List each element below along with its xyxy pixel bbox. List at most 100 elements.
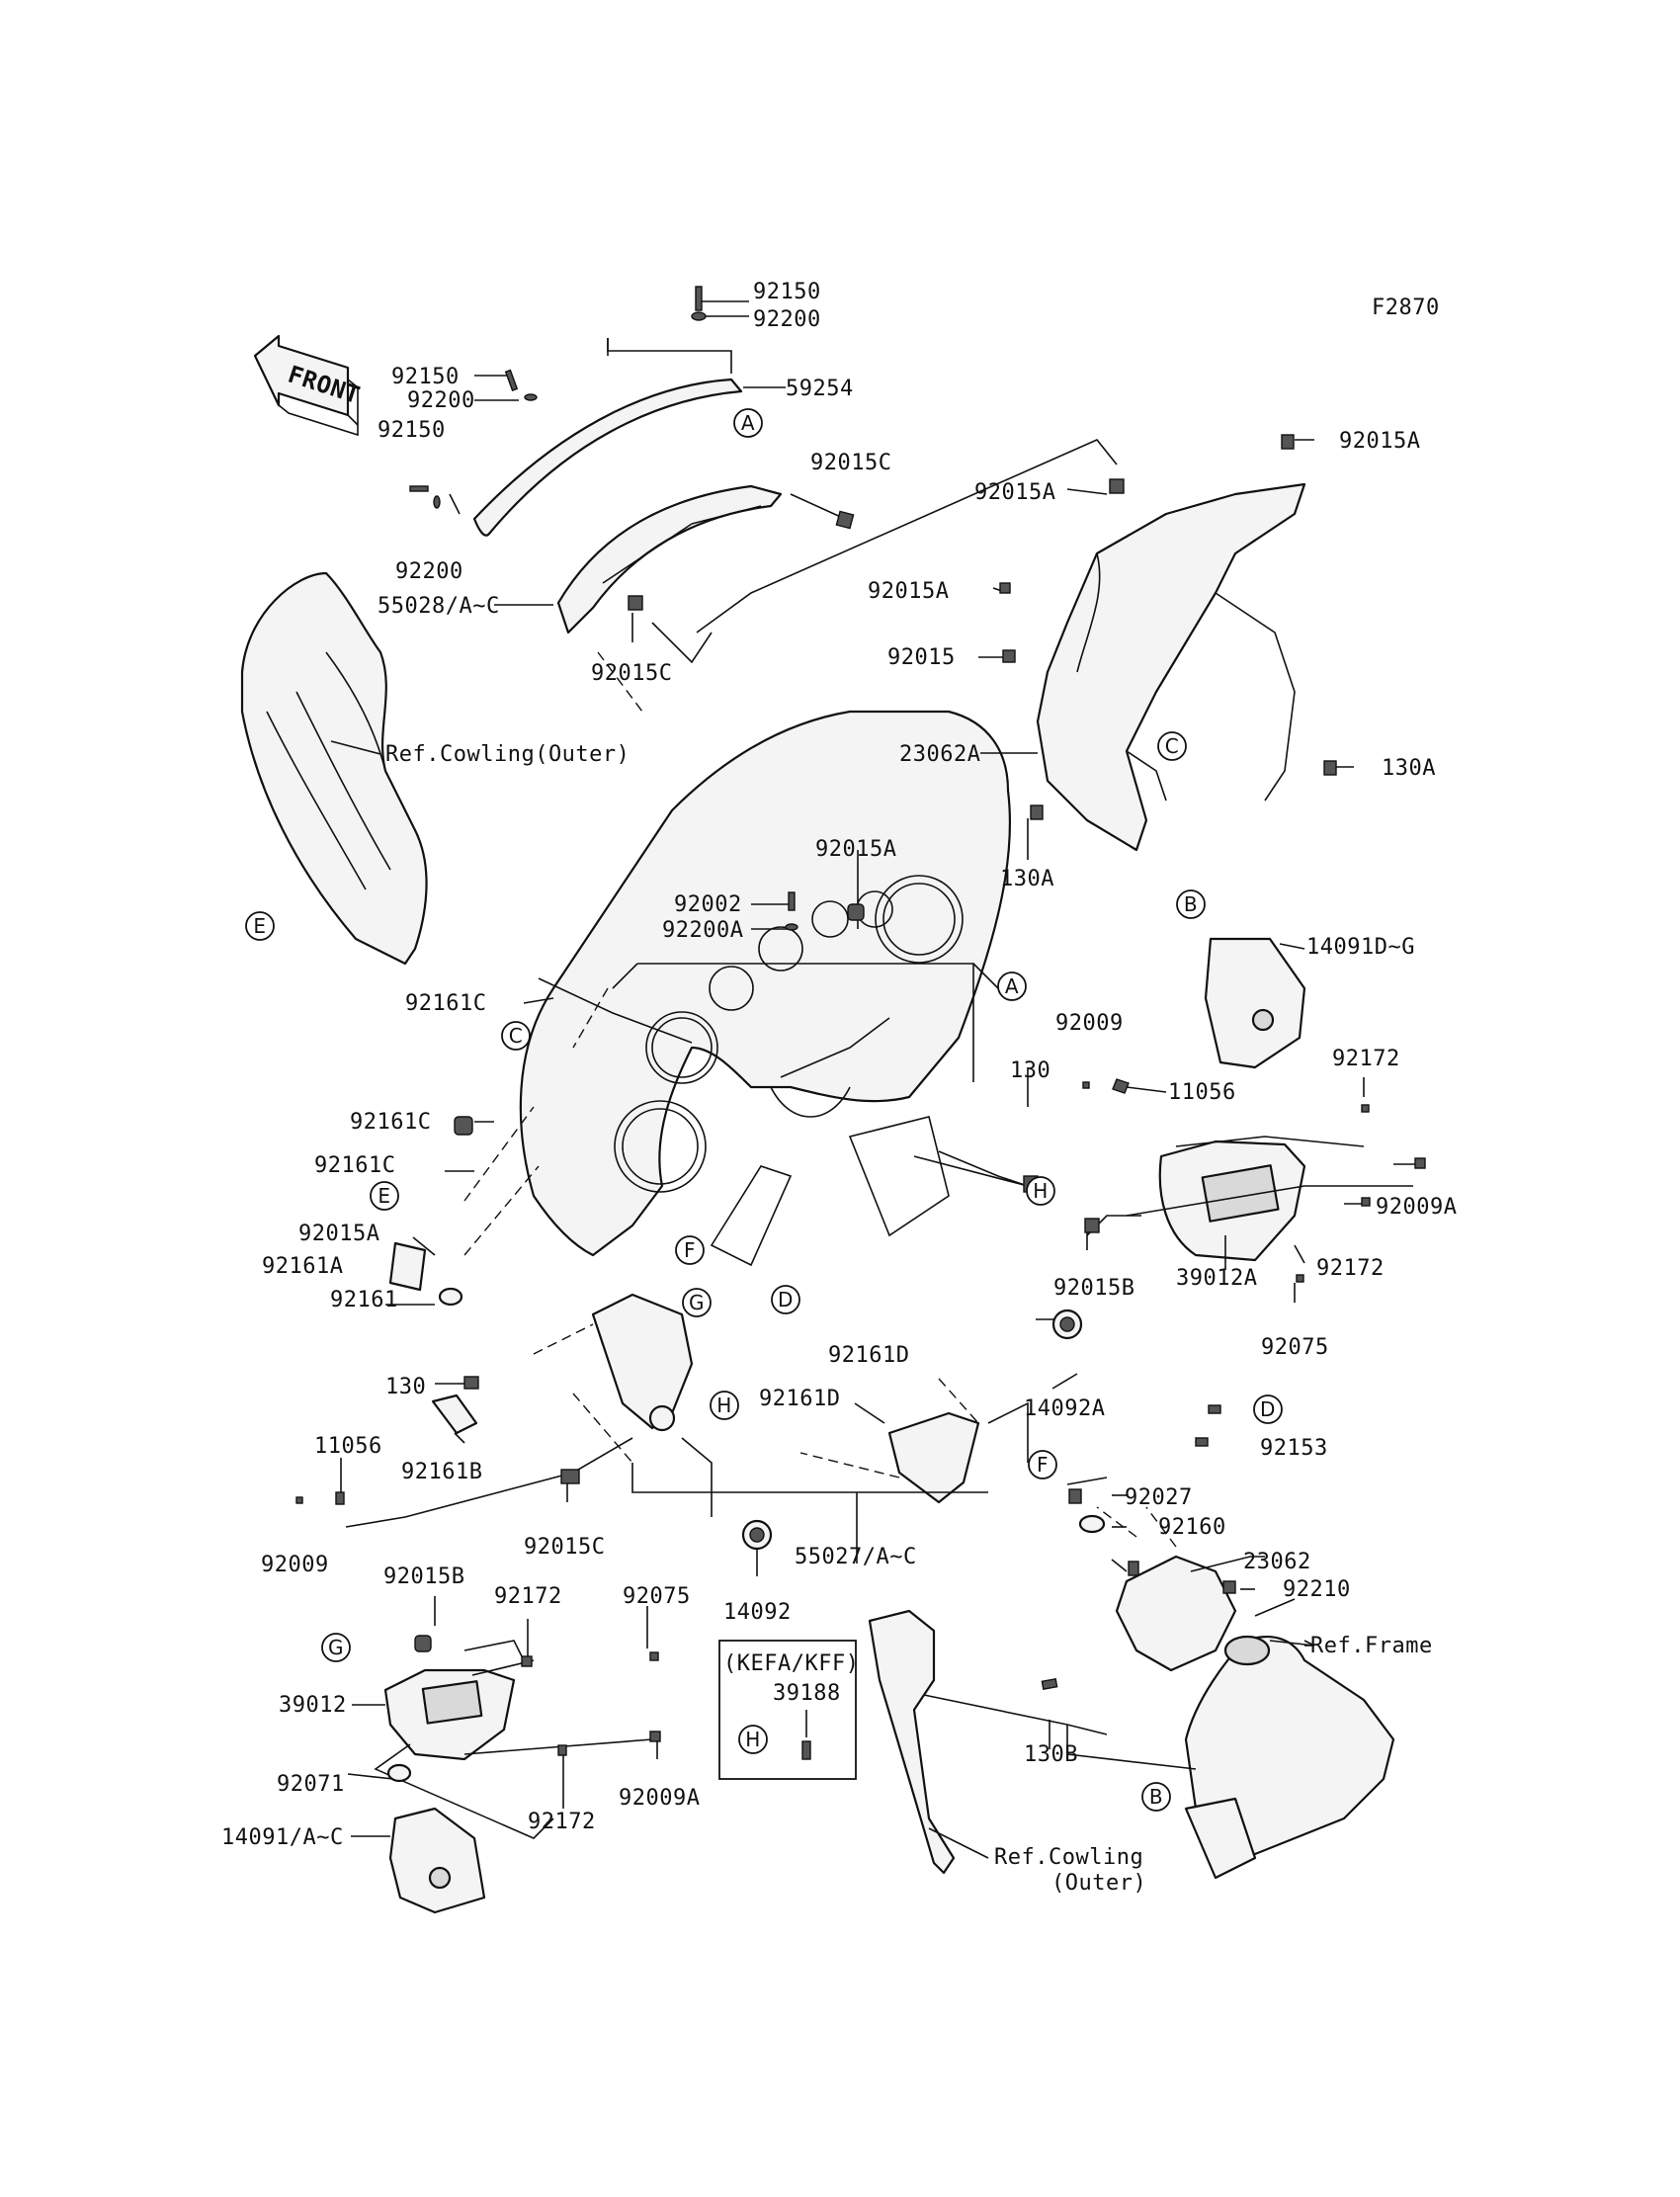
callout-e: E: [245, 911, 275, 941]
variant-box-label: (KEFA/KFF): [723, 1651, 859, 1676]
label-14092A: 14092A: [1024, 1396, 1105, 1421]
label-130B: 130B: [1024, 1742, 1078, 1767]
svg-text:H: H: [716, 1394, 732, 1417]
callout-a: A: [733, 408, 763, 438]
leader-lines: [330, 300, 1423, 1859]
label-92071: 92071: [277, 1772, 345, 1797]
label-92015A: 92015A: [868, 579, 949, 604]
meter-stay-23062A: [1036, 482, 1306, 852]
meter-panel-39012A: [1158, 1140, 1306, 1262]
svg-text:D: D: [1260, 1397, 1276, 1421]
label-14092: 14092: [723, 1600, 792, 1625]
label-23062A: 23062A: [899, 742, 980, 767]
label-92210: 92210: [1283, 1577, 1351, 1602]
label-55028: 55028/A~C: [378, 594, 500, 619]
label-92161C: 92161C: [314, 1153, 395, 1178]
label-14091-A-C: 14091/A~C: [221, 1825, 344, 1850]
callout-g: G: [682, 1288, 712, 1317]
label-23062: 23062: [1243, 1550, 1311, 1574]
label-92015C: 92015C: [591, 661, 672, 686]
svg-text:F: F: [684, 1238, 696, 1262]
lower-left-pocket: [591, 1293, 694, 1432]
callout-d: D: [771, 1285, 800, 1314]
figure-code: F2870: [1372, 296, 1440, 320]
label-92015: 92015: [887, 645, 956, 670]
svg-text:B: B: [1149, 1785, 1163, 1809]
label-130A: 130A: [1382, 756, 1436, 781]
label-92002: 92002: [674, 892, 742, 917]
ref-cowling-outer-line1: Ref.Cowling: [994, 1845, 1143, 1870]
front-arrow-icon: FRONT: [253, 334, 364, 437]
svg-text:A: A: [741, 411, 755, 435]
label-92161: 92161: [330, 1288, 398, 1312]
svg-text:G: G: [328, 1636, 344, 1659]
label-92075: 92075: [1261, 1335, 1329, 1360]
callout-h: H: [738, 1725, 768, 1754]
callout-h: H: [1026, 1176, 1055, 1206]
svg-text:H: H: [745, 1728, 761, 1751]
label-92015A: 92015A: [1339, 429, 1420, 454]
outer-cowling-left: [240, 571, 428, 966]
cover-14091DG: [1204, 937, 1306, 1069]
label-92160: 92160: [1158, 1515, 1226, 1540]
label-92161A: 92161A: [262, 1254, 343, 1279]
svg-text:D: D: [778, 1288, 794, 1311]
cover-14091AC: [388, 1807, 486, 1914]
svg-text:A: A: [1005, 974, 1019, 998]
label-92161D: 92161D: [828, 1343, 909, 1368]
svg-text:C: C: [1165, 734, 1179, 758]
label-11056: 11056: [314, 1434, 382, 1459]
label-130: 130: [385, 1375, 426, 1399]
callout-c: C: [501, 1021, 531, 1051]
ref-frame: Ref.Frame: [1310, 1634, 1433, 1658]
label-92161C: 92161C: [350, 1110, 431, 1135]
label-92161B: 92161B: [401, 1460, 482, 1484]
label-92172: 92172: [1332, 1047, 1400, 1071]
label-39012A: 39012A: [1176, 1266, 1257, 1291]
label-92015A: 92015A: [815, 837, 896, 862]
callout-b: B: [1141, 1782, 1171, 1812]
label-92009A: 92009A: [619, 1786, 700, 1811]
label-92075: 92075: [623, 1584, 691, 1609]
label-92150: 92150: [378, 418, 446, 443]
label-59254: 59254: [786, 377, 854, 401]
label-92172: 92172: [528, 1810, 596, 1834]
svg-text:E: E: [378, 1184, 390, 1208]
svg-text:F: F: [1037, 1453, 1049, 1477]
label-92015C: 92015C: [524, 1535, 605, 1560]
label-14091D-G: 14091D~G: [1306, 935, 1415, 960]
label-92150: 92150: [753, 280, 821, 304]
label-92172: 92172: [1316, 1256, 1385, 1281]
svg-text:C: C: [509, 1024, 523, 1048]
label-92161C: 92161C: [405, 991, 486, 1016]
label-92200: 92200: [407, 388, 475, 413]
callout-g: G: [321, 1633, 351, 1662]
callout-e: E: [370, 1181, 399, 1211]
label-92015A: 92015A: [974, 480, 1055, 505]
label-92200A: 92200A: [662, 918, 743, 943]
ref-cowling-outer: Ref.Cowling(Outer): [385, 742, 630, 767]
meter-panel-39012: [383, 1668, 516, 1761]
label-130: 130: [1010, 1058, 1050, 1083]
label-92015C: 92015C: [810, 451, 891, 475]
label-92009: 92009: [1055, 1011, 1124, 1036]
callout-b: B: [1176, 889, 1206, 919]
label-92015B: 92015B: [383, 1564, 464, 1589]
label-92009: 92009: [261, 1553, 329, 1577]
label-39188: 39188: [773, 1681, 841, 1706]
label-92161D: 92161D: [759, 1387, 840, 1411]
callout-h: H: [710, 1391, 739, 1420]
label-92150: 92150: [391, 365, 460, 389]
label-92009A: 92009A: [1376, 1195, 1457, 1220]
label-92200: 92200: [395, 559, 463, 584]
ref-cowling-outer-line2: (Outer): [1051, 1871, 1146, 1896]
label-92027: 92027: [1125, 1485, 1193, 1510]
label-55027: 55027/A~C: [795, 1545, 917, 1569]
callout-a: A: [997, 972, 1027, 1001]
label-92015A: 92015A: [298, 1222, 379, 1246]
variant-box-kefa-kff: (KEFA/KFF) 39188: [718, 1640, 859, 1780]
label-92172: 92172: [494, 1584, 562, 1609]
label-11056: 11056: [1168, 1080, 1236, 1105]
callout-d: D: [1253, 1394, 1283, 1424]
